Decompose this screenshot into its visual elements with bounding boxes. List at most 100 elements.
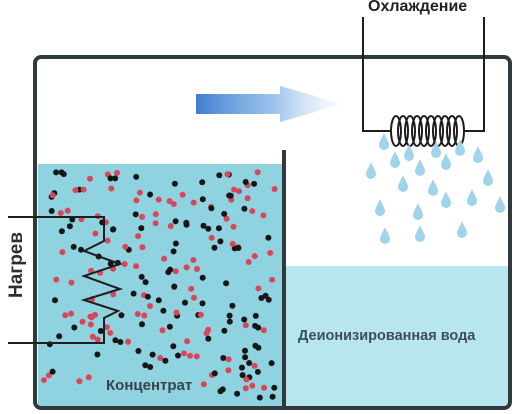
salt-particle bbox=[234, 390, 241, 397]
salt-particle bbox=[267, 249, 274, 256]
salt-particle bbox=[229, 302, 236, 309]
salt-particle bbox=[199, 300, 206, 307]
salt-particle bbox=[139, 321, 145, 328]
salt-particle bbox=[245, 259, 252, 265]
deionized-water-liquid bbox=[286, 266, 508, 406]
salt-particle bbox=[269, 393, 276, 400]
salt-particle bbox=[141, 312, 148, 319]
vapor-arrow-icon bbox=[196, 86, 342, 122]
salt-particle bbox=[208, 234, 215, 241]
salt-particle bbox=[172, 268, 179, 275]
water-droplet-icon bbox=[483, 169, 493, 186]
salt-particle bbox=[97, 328, 104, 334]
salt-particle bbox=[175, 352, 181, 359]
salt-particle bbox=[159, 327, 166, 334]
salt-particle bbox=[199, 179, 206, 186]
salt-particle bbox=[173, 309, 180, 316]
salt-particle bbox=[256, 394, 263, 401]
salt-particle bbox=[155, 297, 162, 304]
salt-particle bbox=[171, 180, 178, 187]
salt-particle bbox=[268, 360, 275, 367]
salt-particle bbox=[52, 297, 58, 304]
salt-particle bbox=[80, 186, 87, 193]
salt-particle bbox=[179, 191, 186, 198]
salt-particle bbox=[139, 213, 146, 220]
salt-particle bbox=[132, 211, 139, 218]
salt-particle bbox=[246, 360, 253, 366]
salt-particle bbox=[144, 293, 151, 300]
salt-particle bbox=[221, 210, 228, 217]
salt-particle bbox=[200, 381, 207, 388]
salt-particle bbox=[249, 382, 256, 389]
salt-particle bbox=[53, 276, 60, 283]
salt-particle bbox=[68, 310, 75, 317]
heating-coil-icon bbox=[8, 216, 124, 344]
water-droplet-icon bbox=[404, 144, 414, 161]
salt-particle bbox=[110, 291, 117, 298]
salt-particle bbox=[147, 191, 154, 198]
salt-particle bbox=[89, 333, 96, 340]
salt-particle bbox=[197, 311, 204, 318]
salt-particle bbox=[112, 175, 119, 182]
salt-particle bbox=[183, 219, 190, 226]
heating-label: Нагрев bbox=[6, 231, 27, 298]
salt-particle bbox=[56, 333, 63, 340]
salt-particle bbox=[254, 169, 261, 176]
salt-particle bbox=[130, 290, 137, 297]
cooling-label: Охлаждение bbox=[368, 0, 468, 15]
salt-particle bbox=[187, 352, 193, 359]
salt-particle bbox=[152, 211, 159, 218]
salt-particle bbox=[215, 225, 222, 232]
salt-particle bbox=[193, 353, 200, 360]
water-droplet-icon bbox=[415, 159, 425, 176]
water-droplet-icon bbox=[398, 175, 408, 192]
salt-particle bbox=[162, 357, 169, 364]
concentrate-label: Концентрат bbox=[106, 377, 193, 394]
salt-particle bbox=[242, 347, 248, 354]
salt-particle bbox=[217, 238, 224, 245]
salt-particle bbox=[76, 378, 83, 385]
salt-particle bbox=[170, 248, 177, 255]
salt-particle bbox=[251, 180, 258, 187]
salt-particle bbox=[224, 171, 231, 178]
salt-particle bbox=[167, 223, 174, 230]
salt-particle bbox=[249, 208, 256, 215]
salt-particle bbox=[244, 195, 251, 202]
water-droplet-icon bbox=[467, 189, 477, 206]
salt-particle bbox=[167, 266, 174, 273]
salt-particle bbox=[216, 172, 223, 179]
salt-particle bbox=[160, 307, 167, 314]
salt-particle bbox=[239, 372, 246, 379]
salt-particle bbox=[211, 370, 218, 377]
salt-particle bbox=[60, 171, 67, 178]
salt-particle bbox=[114, 169, 120, 176]
salt-particle bbox=[92, 230, 99, 237]
water-droplet-icon bbox=[413, 203, 423, 220]
salt-particle bbox=[205, 225, 212, 232]
salt-particle bbox=[161, 255, 168, 262]
salt-particle bbox=[265, 234, 272, 241]
salt-particle bbox=[190, 199, 197, 206]
salt-particle bbox=[236, 188, 242, 195]
salt-particle bbox=[152, 220, 159, 227]
water-droplet-icon bbox=[455, 139, 465, 156]
water-droplet-icon bbox=[431, 141, 441, 158]
salt-particle bbox=[220, 355, 227, 361]
salt-particle bbox=[88, 314, 95, 321]
salt-particle bbox=[254, 368, 261, 375]
salt-particle bbox=[70, 243, 77, 250]
salt-particle bbox=[190, 257, 197, 263]
salt-particle bbox=[251, 362, 258, 369]
salt-particle bbox=[242, 322, 249, 329]
salt-particle bbox=[241, 316, 248, 323]
salt-particle bbox=[203, 330, 210, 337]
salt-particle bbox=[85, 374, 92, 381]
salt-particle bbox=[221, 327, 228, 334]
salt-particle bbox=[138, 225, 145, 232]
salt-particle bbox=[182, 299, 188, 306]
salt-particle bbox=[241, 205, 248, 212]
salt-particle bbox=[225, 356, 232, 363]
condensate-droplets bbox=[366, 133, 505, 244]
salt-particle bbox=[260, 327, 267, 334]
salt-particle bbox=[252, 312, 259, 319]
